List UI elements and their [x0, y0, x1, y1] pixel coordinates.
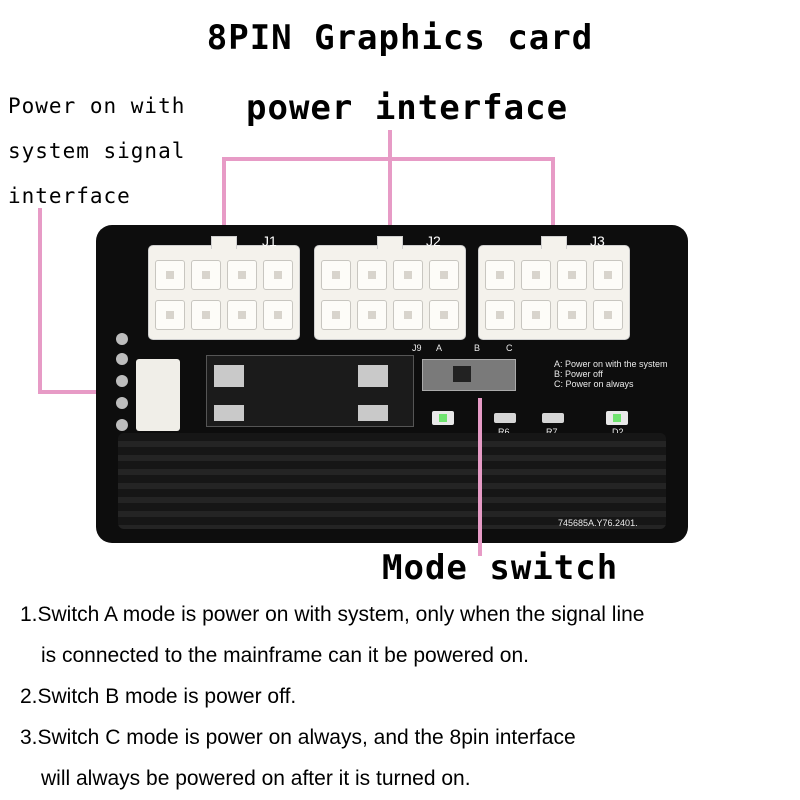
connector-pin	[227, 300, 257, 330]
power-leader-stem	[388, 130, 392, 160]
silkscreen-mode-c: C: Power on always	[554, 379, 634, 389]
mode-switch[interactable]	[422, 359, 516, 391]
connector-pin	[263, 300, 293, 330]
mosfet-pad	[214, 365, 244, 387]
part-code: 745685A.Y76.2401.	[558, 518, 638, 528]
connector-pin	[429, 300, 459, 330]
connector-j3	[478, 236, 630, 340]
note-item: 2.Switch B mode is power off.	[20, 685, 297, 708]
connector-j2	[314, 236, 466, 340]
switch-position-b: B	[474, 343, 481, 353]
mounting-hole	[116, 333, 128, 345]
mounting-hole	[116, 397, 128, 409]
resistor	[542, 413, 564, 423]
instruction-notes: 1.Switch A mode is power on with system,…	[20, 594, 800, 799]
page-title: 8PIN Graphics card	[206, 18, 594, 58]
power-leader-j1	[222, 157, 226, 239]
signal-leader-vertical	[38, 208, 42, 394]
connector-pin	[321, 260, 351, 290]
led-indicator	[606, 411, 628, 425]
pcb-board: J1 J2 J3 J9 A B C A: Power on wit	[96, 225, 688, 543]
connector-pin	[393, 300, 423, 330]
led-d2-label: D2	[612, 427, 624, 437]
signal-interface-label-line: interface	[8, 184, 131, 208]
signal-interface-label-line: system signal	[8, 139, 186, 163]
connector-pin	[263, 260, 293, 290]
led-indicator	[432, 411, 454, 425]
connector-pin	[429, 260, 459, 290]
note-item-continuation: is connected to the mainframe can it be …	[41, 644, 529, 667]
mosfet-pad	[358, 405, 388, 421]
connector-pin	[521, 260, 551, 290]
connector-pin	[357, 300, 387, 330]
connector-j1	[148, 236, 300, 340]
signal-connector	[136, 359, 180, 431]
mounting-hole	[116, 419, 128, 431]
connector-pin	[227, 260, 257, 290]
switch-position-c: C	[506, 343, 513, 353]
power-leader-j2	[388, 157, 392, 239]
resistor-r7-label: R7	[546, 427, 558, 437]
power-interface-label: power interface	[246, 88, 569, 128]
resistor-r6-label: R6	[498, 427, 510, 437]
connector-pin	[321, 300, 351, 330]
connector-latch	[541, 236, 567, 249]
connector-j3-label: J3	[590, 233, 605, 249]
note-item: 1.Switch A mode is power on with system,…	[20, 603, 645, 626]
connector-j2-label: J2	[426, 233, 441, 249]
signal-leader-horizontal	[38, 390, 138, 394]
mosfet-pad	[358, 365, 388, 387]
connector-j1-label: J1	[262, 233, 277, 249]
signal-interface-label-line: Power on with	[8, 94, 186, 118]
cooling-fan-strip	[118, 433, 666, 529]
mode-switch-label: Mode switch	[382, 548, 619, 588]
signal-interface-label: Power on with system signal interface	[8, 84, 208, 219]
note-item-continuation: will always be powered on after it is tu…	[41, 767, 471, 790]
connector-pin	[191, 260, 221, 290]
connector-pin	[357, 260, 387, 290]
silkscreen-mode-b: B: Power off	[554, 369, 603, 379]
note-item: 3.Switch C mode is power on always, and …	[20, 726, 576, 749]
mode-switch-knob[interactable]	[453, 366, 471, 382]
connector-latch	[211, 236, 237, 249]
switch-header-label: J9	[412, 343, 422, 353]
mosfet-pad	[214, 405, 244, 421]
mounting-hole	[116, 375, 128, 387]
connector-pin	[393, 260, 423, 290]
connector-latch	[377, 236, 403, 249]
mode-leader-vertical	[478, 398, 482, 556]
connector-pin	[557, 300, 587, 330]
resistor	[494, 413, 516, 423]
power-leader-j3	[551, 157, 555, 239]
connector-pin	[485, 260, 515, 290]
connector-pin	[191, 300, 221, 330]
connector-pin	[593, 260, 623, 290]
mounting-hole	[116, 353, 128, 365]
connector-pin	[521, 300, 551, 330]
connector-pin	[155, 300, 185, 330]
connector-pin	[593, 300, 623, 330]
silkscreen-mode-a: A: Power on with the system	[554, 359, 668, 369]
switch-position-a: A	[436, 343, 443, 353]
connector-pin	[557, 260, 587, 290]
connector-pin	[485, 300, 515, 330]
connector-pin	[155, 260, 185, 290]
